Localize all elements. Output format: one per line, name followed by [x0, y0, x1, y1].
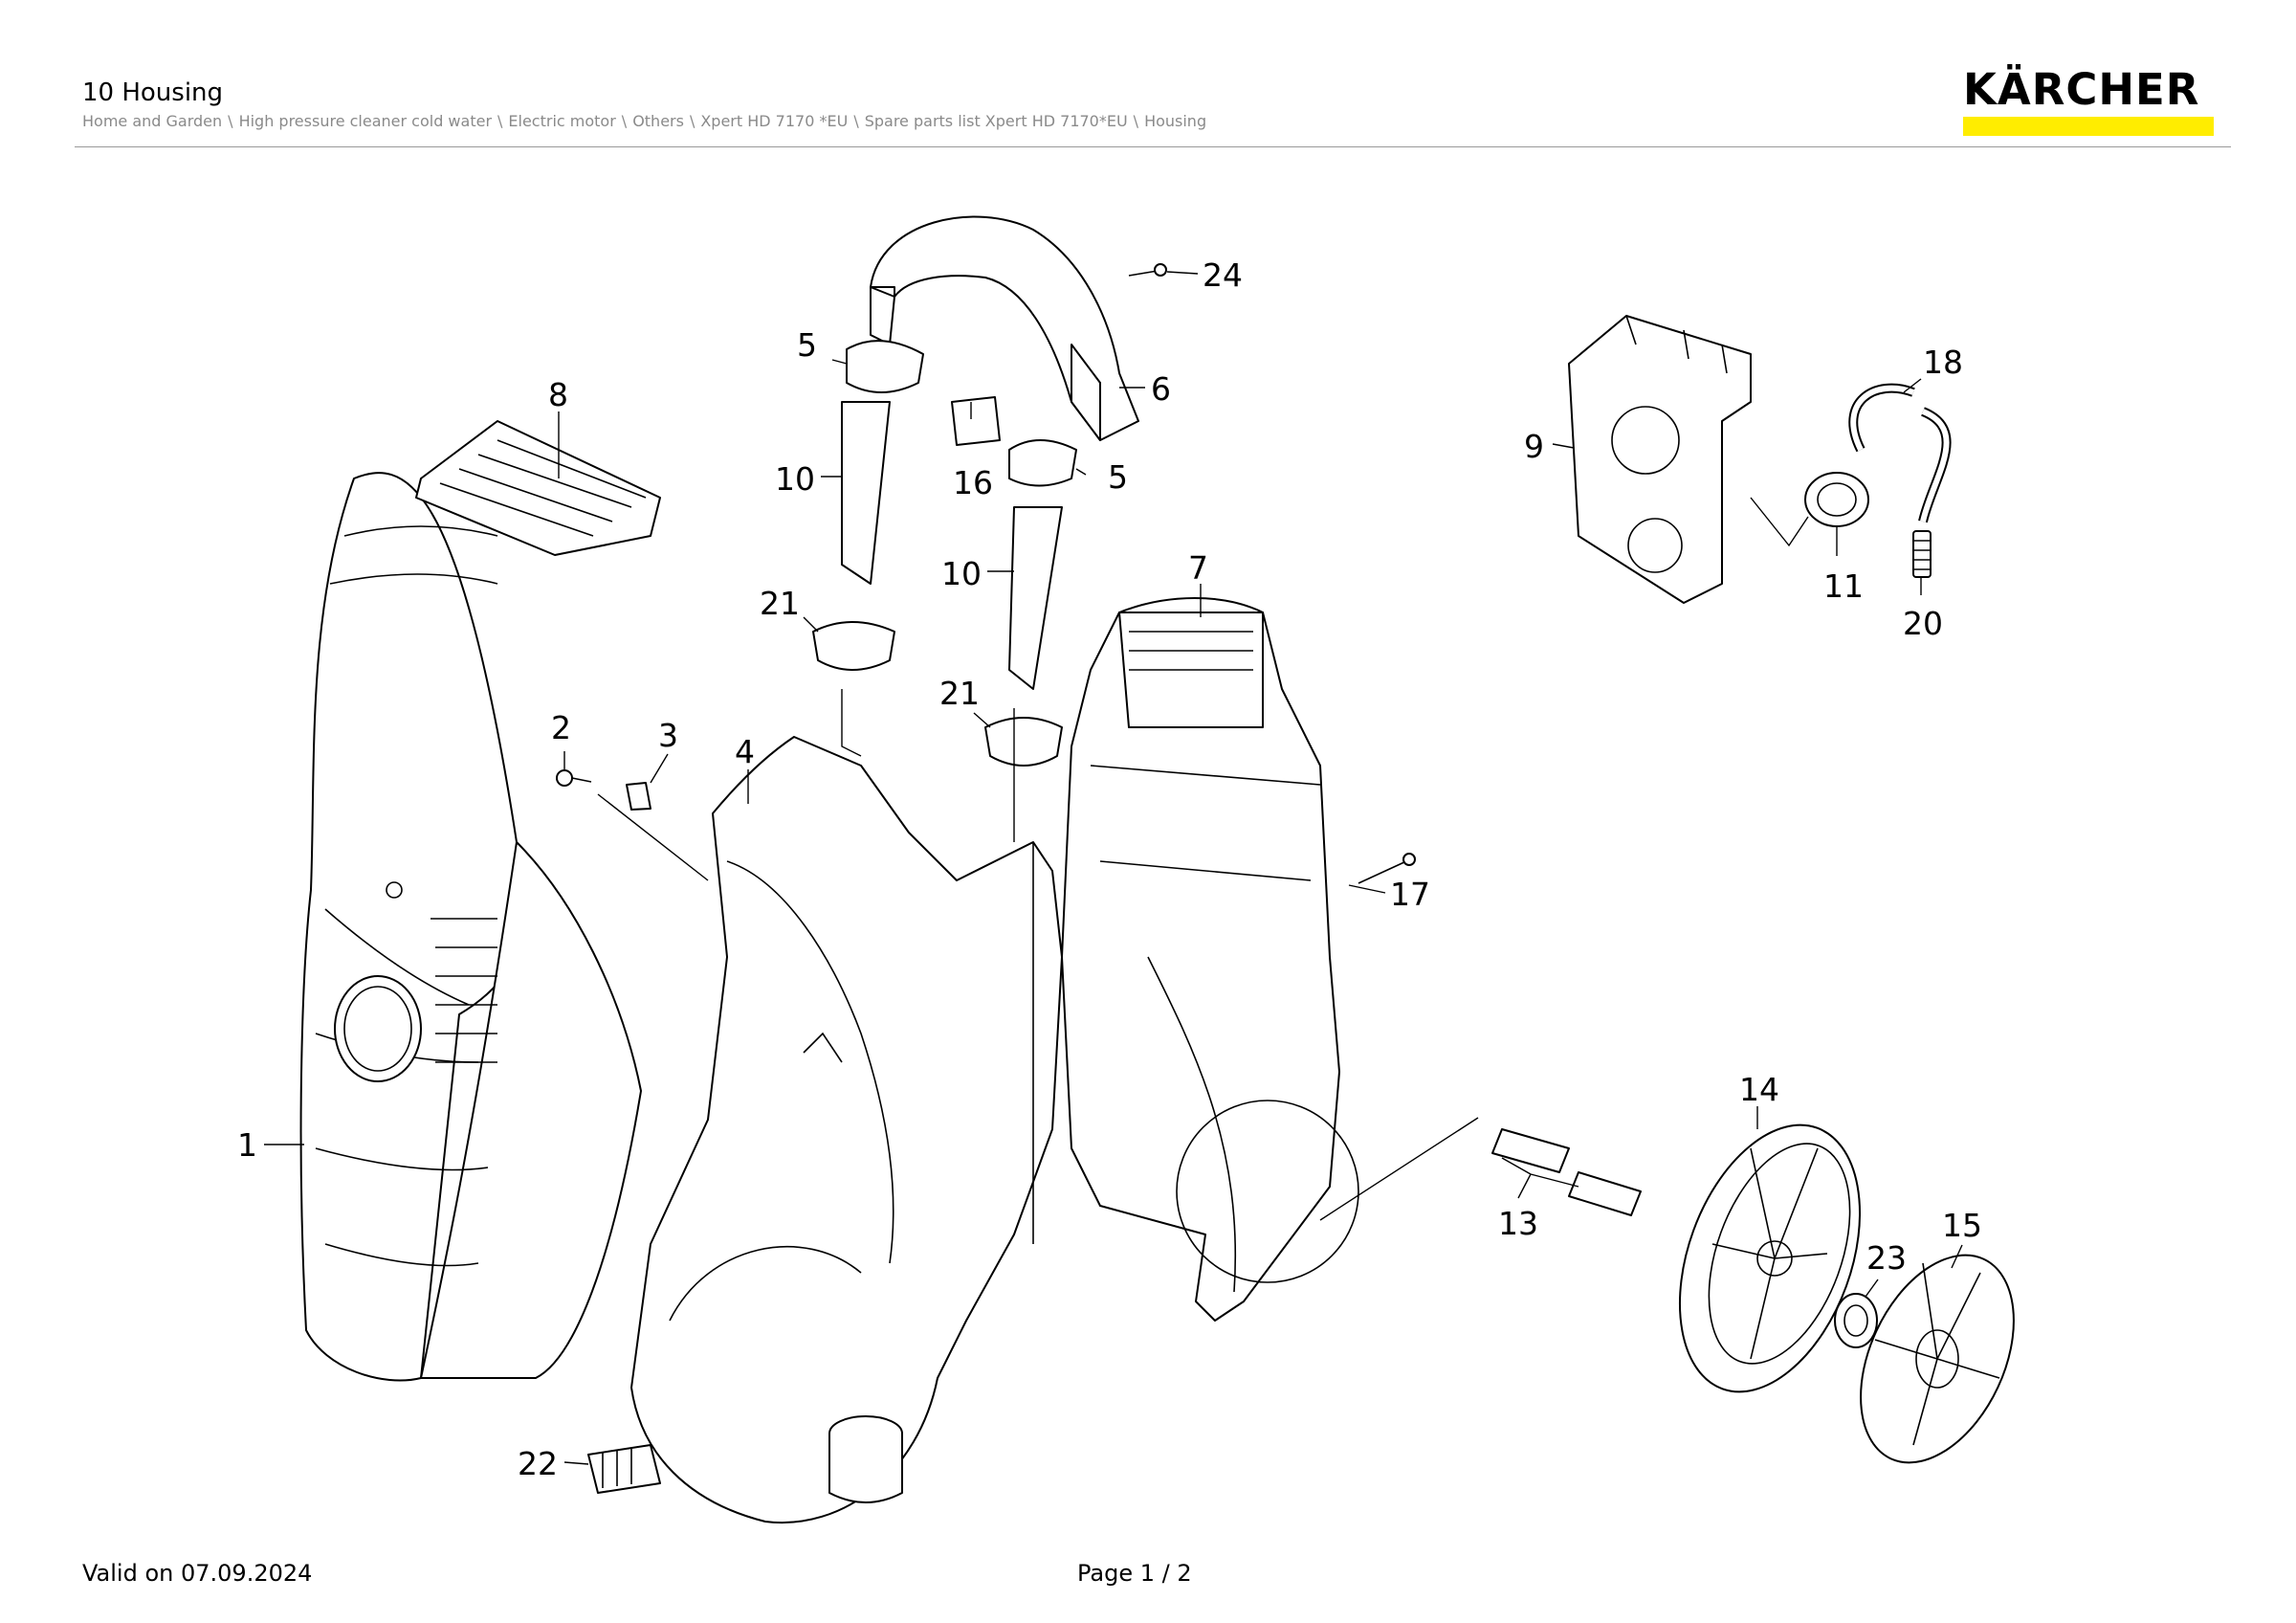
part-4-lower-housing: [630, 736, 1063, 1524]
logo-wordmark: KÄRCHER: [1963, 64, 2200, 115]
callout-14[interactable]: 14: [1739, 1071, 1779, 1108]
callout-22[interactable]: 22: [518, 1445, 558, 1482]
karcher-logo: KÄRCHER: [1963, 67, 2214, 136]
part-8-grille: [415, 420, 661, 556]
breadcrumb-separator: \: [689, 112, 695, 130]
part-10-handle-tube-right: [1008, 506, 1063, 690]
callout-10-lower[interactable]: 10: [941, 555, 982, 592]
part-6-handle: [870, 215, 1139, 441]
callout-21-lower[interactable]: 21: [939, 675, 980, 712]
part-1-front-cover: [299, 472, 642, 1382]
part-20-nozzle: [1912, 530, 1932, 578]
breadcrumb-separator: \: [853, 112, 859, 130]
page-title: 10 Housing: [82, 78, 224, 107]
callout-2[interactable]: 2: [551, 709, 571, 746]
part-7-rear-housing: [1061, 597, 1359, 1322]
callout-labels: 1 2 3 4 5 5 6 7 8 9 10 10 11 13 14 15 16…: [237, 256, 1982, 1482]
callout-6[interactable]: 6: [1151, 370, 1171, 408]
callout-23[interactable]: 23: [1866, 1239, 1907, 1277]
breadcrumb-separator: \: [497, 112, 503, 130]
callout-18[interactable]: 18: [1923, 344, 1963, 381]
header-divider: [75, 146, 2231, 147]
valid-date: Valid on 07.09.2024: [82, 1560, 313, 1587]
callout-4[interactable]: 4: [735, 733, 755, 770]
part-22-foot: [587, 1444, 661, 1494]
callout-1[interactable]: 1: [237, 1126, 257, 1164]
callout-7[interactable]: 7: [1188, 549, 1208, 587]
callout-15[interactable]: 15: [1942, 1207, 1982, 1244]
callout-24[interactable]: 24: [1203, 256, 1243, 294]
part-13-axle-tube-b: [1568, 1171, 1642, 1216]
part-24-screw: [1128, 263, 1167, 277]
breadcrumb: Home and Garden\High pressure cleaner co…: [82, 114, 1206, 129]
breadcrumb-item[interactable]: High pressure cleaner cold water: [238, 112, 493, 130]
part-2-screw: [556, 769, 592, 787]
part-21-cap-right: [984, 717, 1063, 767]
breadcrumb-item[interactable]: Others: [632, 112, 684, 130]
part-17-bolt: [1358, 853, 1416, 884]
callout-8[interactable]: 8: [548, 376, 568, 413]
callout-5-lower[interactable]: 5: [1108, 458, 1128, 496]
breadcrumb-separator: \: [1133, 112, 1139, 130]
breadcrumb-item[interactable]: Home and Garden: [82, 112, 223, 130]
part-16-clip: [951, 396, 1001, 446]
part-15-hub-cap: [1860, 1254, 2015, 1464]
part-5-cap-mid: [1008, 439, 1077, 487]
callout-13[interactable]: 13: [1498, 1205, 1538, 1242]
part-10-handle-tube-left: [841, 401, 891, 585]
callout-3[interactable]: 3: [658, 717, 678, 754]
breadcrumb-item[interactable]: Spare parts list Xpert HD 7170*EU: [864, 112, 1128, 130]
breadcrumb-item: Housing: [1144, 112, 1207, 130]
breadcrumb-item[interactable]: Electric motor: [508, 112, 616, 130]
callout-20[interactable]: 20: [1903, 605, 1943, 642]
leader-lines: [264, 271, 1963, 1465]
part-21-cap-left: [812, 621, 895, 671]
callout-17[interactable]: 17: [1390, 876, 1430, 913]
part-3-clip: [626, 782, 651, 811]
page-number: Page 1 / 2: [1077, 1560, 1192, 1587]
callout-21-upper[interactable]: 21: [760, 585, 800, 622]
callout-10-upper[interactable]: 10: [775, 460, 815, 498]
breadcrumb-separator: \: [621, 112, 628, 130]
callout-5-upper[interactable]: 5: [797, 326, 817, 364]
part-18-hose: [1848, 383, 1952, 523]
logo-yellow-bar: [1963, 117, 2214, 136]
breadcrumb-separator: \: [228, 112, 233, 130]
part-13-axle-tube-a: [1491, 1128, 1570, 1173]
part-11-bushing: [1804, 472, 1869, 527]
callout-11[interactable]: 11: [1823, 567, 1864, 605]
part-9-motor-bracket: [1568, 315, 1752, 604]
part-5-cap-top-left: [846, 340, 924, 393]
callout-16[interactable]: 16: [953, 464, 993, 501]
part-23-washer: [1834, 1293, 1878, 1348]
callout-9[interactable]: 9: [1524, 428, 1544, 465]
part-14-wheel: [1678, 1123, 1862, 1393]
breadcrumb-item[interactable]: Xpert HD 7170 *EU: [700, 112, 849, 130]
